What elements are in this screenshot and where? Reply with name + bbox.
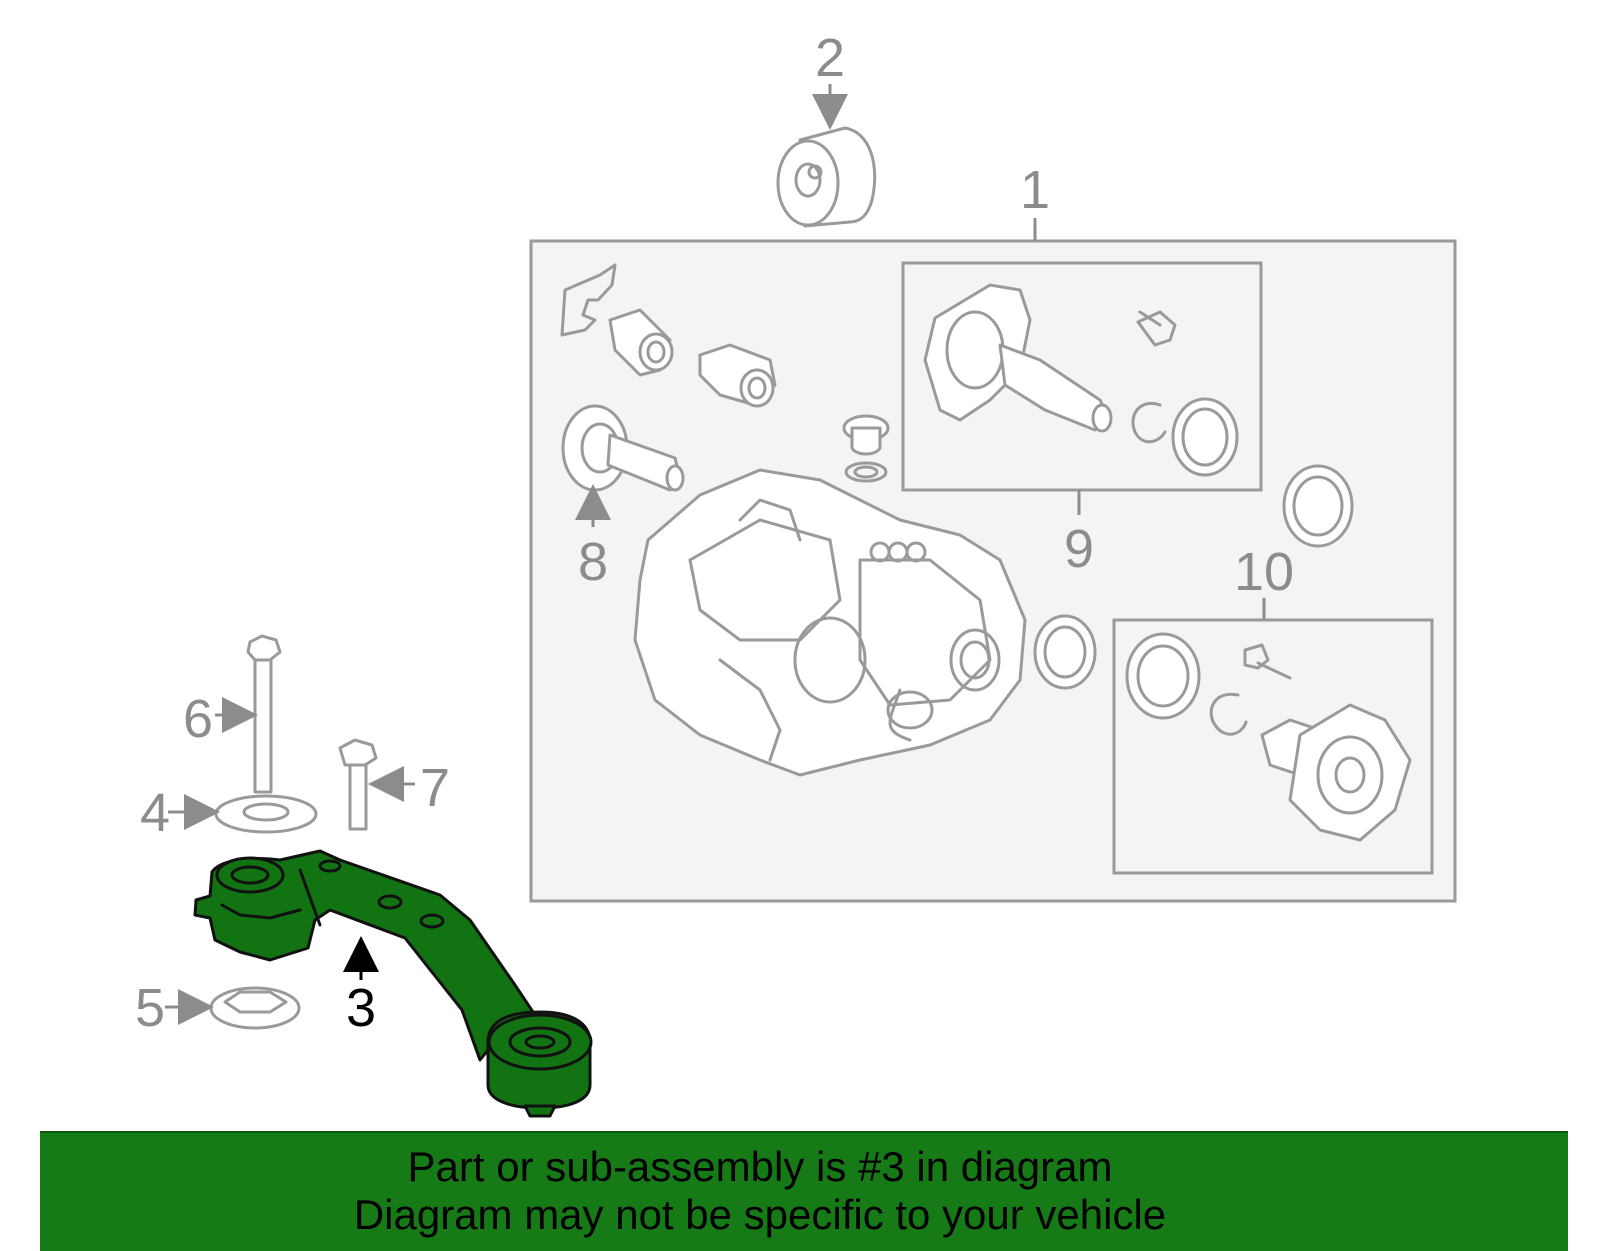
drain-plug — [842, 414, 890, 483]
callout-10: 10 — [1234, 542, 1294, 602]
bolt-7 — [338, 738, 415, 831]
callout-8: 8 — [578, 532, 608, 592]
info-banner: Part or sub-assembly is #3 in diagram Di… — [40, 1131, 1568, 1251]
sensor-parts — [560, 263, 777, 408]
output-shaft-10 — [1125, 632, 1412, 842]
side-seal — [1033, 614, 1097, 690]
mount-bushing-2 — [776, 84, 877, 228]
differential-housing — [633, 468, 1027, 777]
callout-4: 4 — [140, 783, 170, 843]
callout-6: 6 — [183, 689, 213, 749]
stopper-5 — [165, 986, 301, 1030]
bolt-6 — [215, 634, 282, 794]
callout-2: 2 — [815, 28, 845, 88]
callout-1: 1 — [1020, 160, 1050, 220]
callout-7: 7 — [420, 758, 450, 818]
output-shaft-9 — [923, 283, 1239, 477]
callout-3: 3 — [346, 978, 376, 1038]
callout-5: 5 — [135, 978, 165, 1038]
banner-line-2: Diagram may not be specific to your vehi… — [353, 1191, 1167, 1238]
callout-9: 9 — [1064, 519, 1094, 579]
banner-line-1: Part or sub-assembly is #3 in diagram — [407, 1143, 1113, 1190]
washer-4 — [168, 794, 318, 834]
support-bracket-3 — [193, 849, 593, 1118]
pinion-part-8 — [561, 404, 685, 492]
oil-seal — [1282, 464, 1354, 548]
differential-assembly-group — [529, 218, 1457, 903]
